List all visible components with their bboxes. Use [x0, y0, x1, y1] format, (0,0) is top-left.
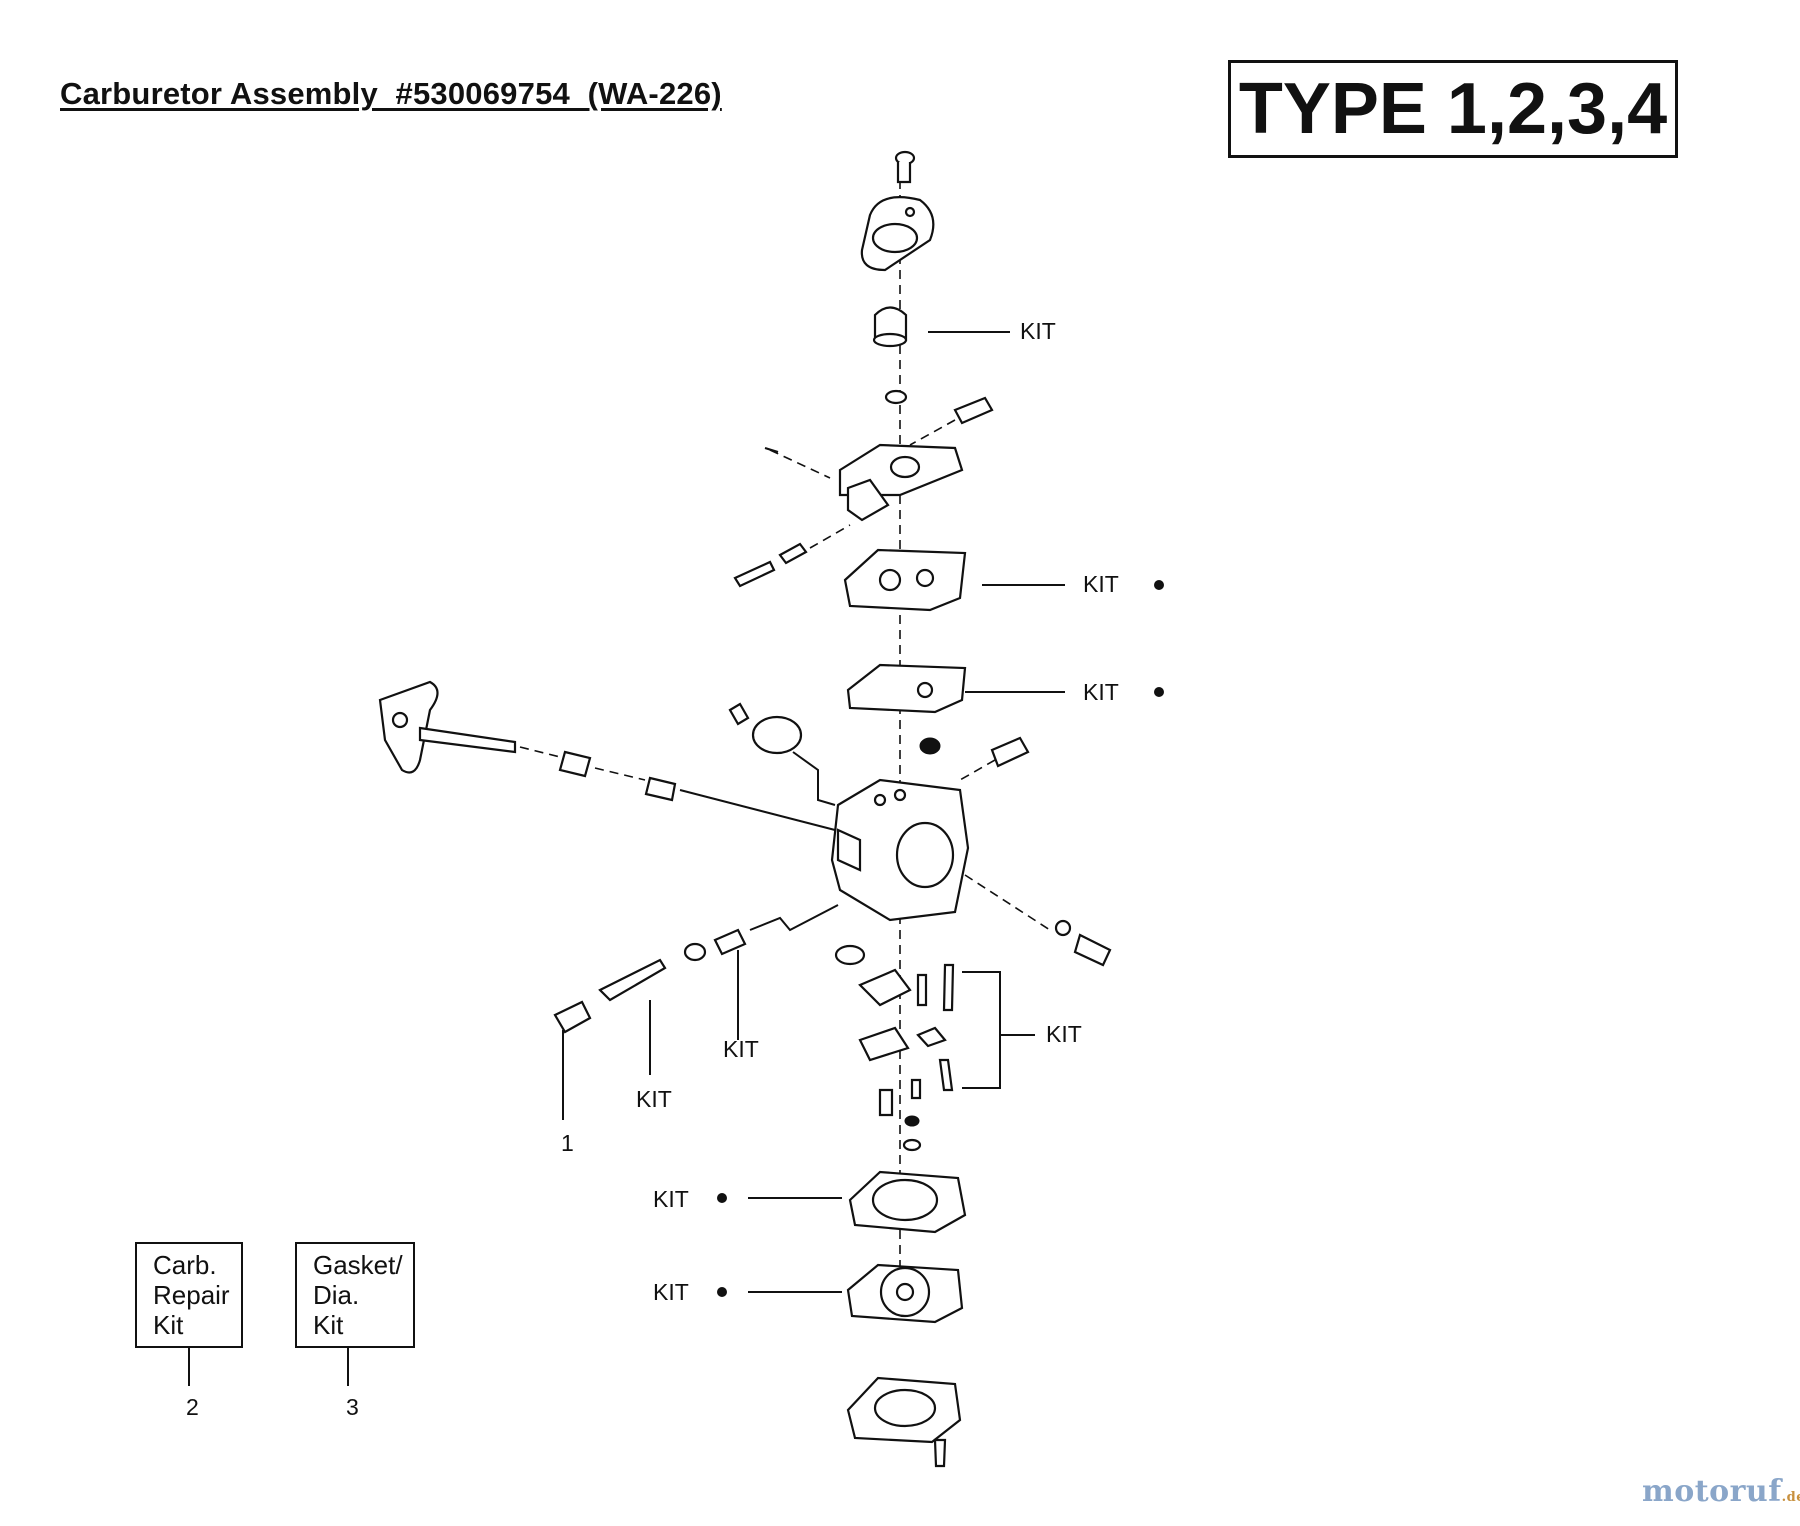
plug — [919, 737, 941, 755]
limiter-cap-1 — [553, 1000, 592, 1034]
metering-gasket — [848, 1170, 967, 1234]
pump-body — [838, 443, 964, 522]
kit-label-gasket-1: KIT — [1083, 571, 1119, 597]
kit-label-primer: KIT — [1020, 318, 1056, 344]
kit-label-diaphragm-2: KIT — [653, 1279, 689, 1305]
limiter-cap — [1054, 919, 1072, 937]
throttle-plate — [728, 702, 803, 755]
low-speed-needle — [598, 958, 667, 1002]
welch-plug — [834, 944, 866, 966]
legend-line: Repair — [153, 1280, 230, 1310]
adjust-screw — [733, 542, 808, 588]
metering-cover — [846, 1376, 962, 1444]
legend-line: Dia. — [313, 1280, 360, 1310]
legend-line: Kit — [313, 1310, 344, 1340]
watermark-suffix: .de — [1781, 1490, 1800, 1505]
kit-bracket — [962, 971, 1001, 1089]
shaft-bushing — [558, 750, 592, 778]
diagram-title: Carburetor Assembly #530069754 (WA-226) — [60, 76, 722, 111]
legend-line: Carb. — [153, 1250, 217, 1280]
cover-screw — [933, 1438, 947, 1468]
top-cover — [860, 196, 935, 272]
gasket-dia-kit-box: Gasket/ Dia. Kit — [295, 1242, 415, 1348]
kit-label-metering: KIT — [1046, 1021, 1082, 1047]
throttle-spring — [644, 776, 677, 802]
ref-number-1: 1 — [561, 1130, 574, 1156]
metering-diaphragm — [846, 1263, 964, 1324]
idle-pin — [990, 736, 1030, 768]
fuel-pin — [953, 396, 994, 425]
kit-label-spring: KIT — [723, 1036, 759, 1062]
throttle-lever — [378, 680, 517, 774]
ref-number-2: 2 — [186, 1394, 199, 1420]
kit-label-gasket-2: KIT — [653, 1186, 689, 1212]
type-box: TYPE 1,2,3,4 — [1228, 60, 1678, 158]
carburetor-body — [830, 778, 970, 922]
ref-number-3: 3 — [346, 1394, 359, 1420]
watermark-main: motoruf — [1642, 1474, 1782, 1509]
kit-label-needle: KIT — [636, 1086, 672, 1112]
legend-line: Gasket/ — [313, 1250, 403, 1280]
washer — [683, 942, 707, 962]
carb-repair-kit-box: Carb. Repair Kit — [135, 1242, 243, 1348]
watermark: motoruf.de — [1642, 1474, 1800, 1509]
small-spring — [764, 446, 779, 454]
kit-label-diaphragm: KIT — [1083, 679, 1119, 705]
check-valve — [884, 389, 908, 405]
primer-bulb — [872, 306, 908, 348]
legend-line: Kit — [153, 1310, 184, 1340]
pump-diaphragm — [846, 663, 967, 714]
o-ring — [902, 1138, 922, 1152]
needle-spring — [713, 928, 747, 956]
metering-parts — [858, 963, 955, 1117]
top-screw — [894, 150, 916, 184]
pump-gasket — [843, 548, 967, 612]
high-speed-needle — [1073, 933, 1112, 967]
